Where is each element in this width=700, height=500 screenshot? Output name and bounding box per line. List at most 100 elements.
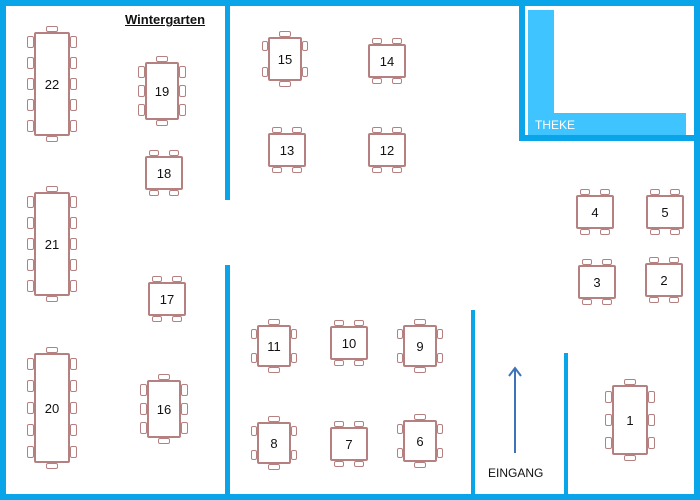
chair	[437, 353, 443, 363]
table-number: 1	[626, 412, 634, 428]
chair	[181, 383, 188, 396]
table-top: 12	[368, 133, 406, 167]
chair	[582, 259, 592, 265]
table-number: 18	[156, 165, 172, 181]
chair	[251, 450, 257, 460]
chair	[648, 390, 655, 403]
table-top: 15	[268, 37, 302, 81]
chair	[27, 217, 34, 230]
chair	[179, 65, 186, 78]
chair	[602, 259, 612, 265]
wall-top	[0, 0, 700, 6]
chair	[138, 104, 145, 117]
table-top: 18	[145, 156, 183, 190]
chair	[268, 416, 280, 422]
table-top: 7	[330, 427, 368, 461]
chair	[140, 422, 147, 435]
table-number: 19	[154, 83, 170, 99]
chair	[354, 421, 364, 427]
table-number: 2	[660, 272, 668, 288]
table-number: 5	[661, 204, 669, 220]
chair	[291, 450, 297, 460]
chair	[156, 56, 168, 62]
bar-counter-horizontal	[528, 113, 686, 135]
chair	[600, 189, 610, 195]
chair	[179, 85, 186, 97]
wall-bottom	[0, 494, 700, 500]
chair	[600, 229, 610, 235]
chair	[70, 238, 77, 250]
chair	[648, 437, 655, 450]
table-top: 6	[403, 420, 437, 462]
chair	[27, 446, 34, 458]
chair	[292, 167, 302, 173]
table-number: 9	[416, 338, 424, 354]
chair	[648, 414, 655, 426]
chair	[27, 196, 34, 209]
chair	[262, 41, 268, 51]
chair	[414, 319, 426, 325]
table-top: 2	[645, 263, 683, 297]
chair	[27, 358, 34, 370]
eingang-label: EINGANG	[488, 466, 544, 480]
chair	[334, 320, 344, 326]
chair	[397, 329, 403, 339]
table-number: 22	[44, 76, 60, 92]
table-number: 21	[44, 236, 60, 252]
chair	[27, 36, 34, 49]
table-top: 11	[257, 325, 291, 367]
chair	[27, 424, 34, 436]
chair	[181, 422, 188, 435]
chair	[292, 127, 302, 133]
chair	[46, 347, 58, 353]
chair	[70, 217, 77, 230]
table-number: 13	[279, 142, 295, 158]
table-number: 3	[593, 274, 601, 290]
chair	[70, 98, 77, 111]
chair	[670, 189, 680, 195]
chair	[650, 229, 660, 235]
chair	[354, 360, 364, 366]
table-top: 20	[34, 353, 70, 463]
chair	[354, 320, 364, 326]
chair	[27, 78, 34, 90]
chair	[268, 367, 280, 373]
chair	[152, 276, 162, 282]
chair	[272, 127, 282, 133]
chair	[414, 367, 426, 373]
chair	[70, 402, 77, 414]
chair	[70, 358, 77, 370]
chair	[437, 424, 443, 434]
chair	[158, 374, 170, 380]
chair	[70, 279, 77, 292]
table-number: 10	[341, 335, 357, 351]
table-top: 19	[145, 62, 179, 120]
chair	[179, 104, 186, 117]
chair	[46, 296, 58, 302]
table-number: 15	[277, 51, 293, 67]
chair	[279, 81, 291, 87]
chair	[70, 57, 77, 70]
chair	[372, 38, 382, 44]
chair	[650, 189, 660, 195]
chair	[27, 57, 34, 70]
chair	[414, 462, 426, 468]
chair	[580, 229, 590, 235]
chair	[140, 383, 147, 396]
wall-wintergarten-upper	[225, 6, 230, 200]
chair	[268, 319, 280, 325]
chair	[149, 190, 159, 196]
chair	[392, 78, 402, 84]
table-top: 13	[268, 133, 306, 167]
chair	[669, 297, 679, 303]
chair	[262, 67, 268, 77]
wall-bar-bottom	[519, 135, 700, 141]
chair	[372, 78, 382, 84]
chair	[392, 127, 402, 133]
chair	[138, 65, 145, 78]
chair	[251, 329, 257, 339]
chair	[397, 424, 403, 434]
chair	[70, 196, 77, 209]
chair	[291, 426, 297, 436]
